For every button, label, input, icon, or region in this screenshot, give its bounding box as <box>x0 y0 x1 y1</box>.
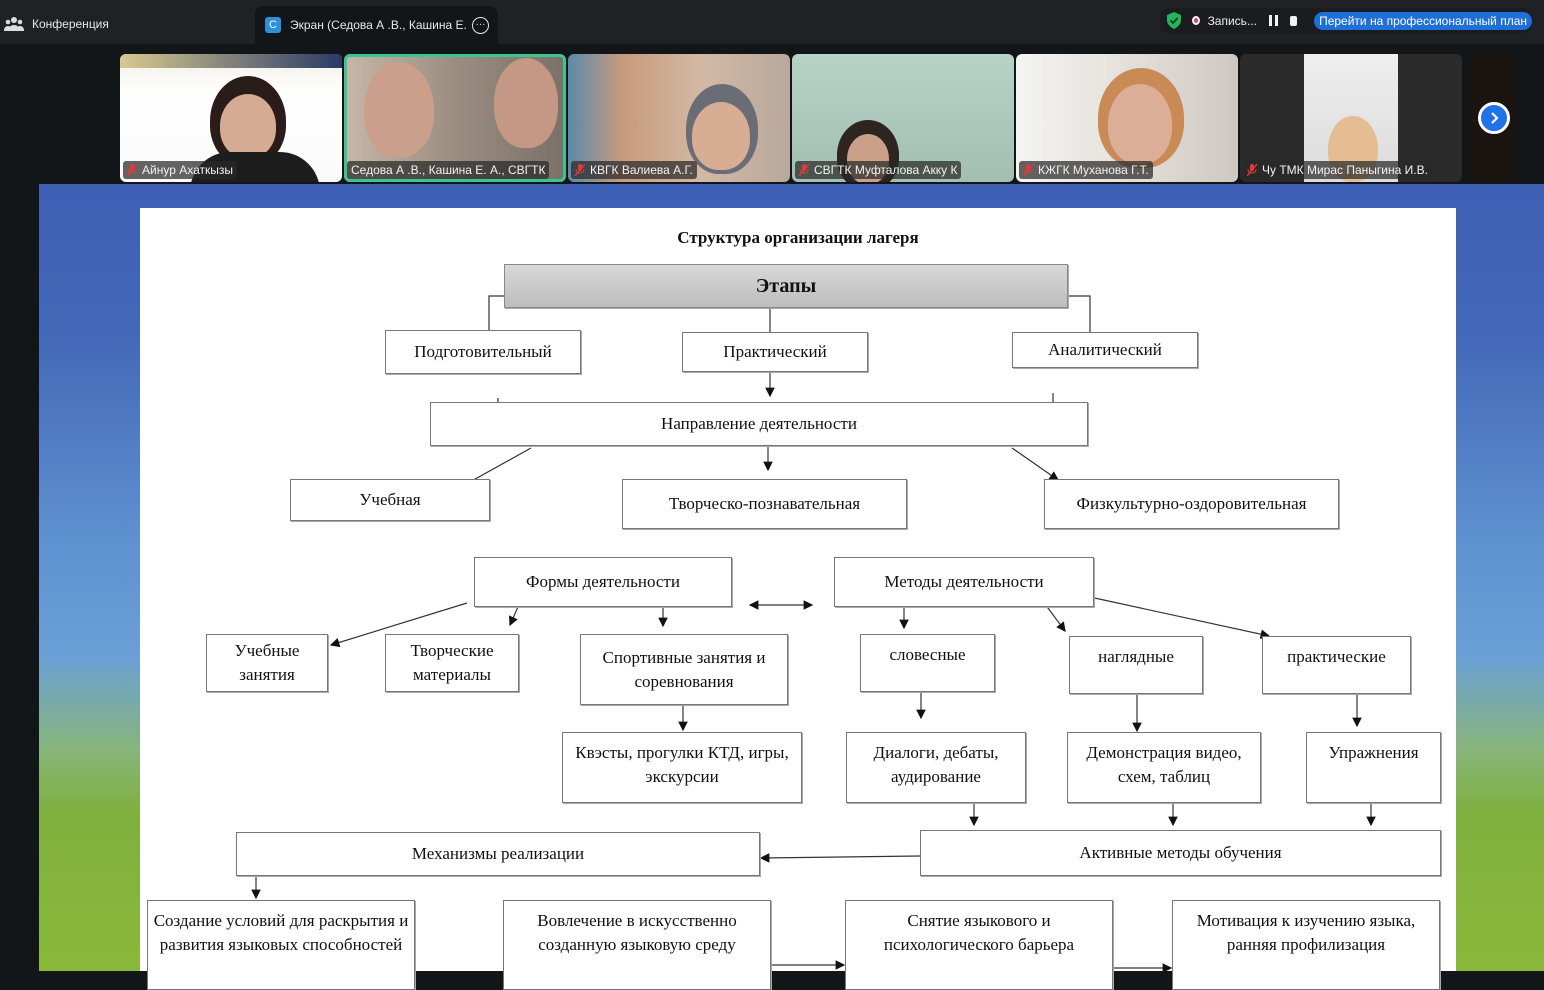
chevron-right-icon <box>1491 112 1499 124</box>
stage-box: Аналитический <box>1012 332 1198 368</box>
stop-icon[interactable] <box>1289 15 1298 26</box>
tab-shared-screen[interactable]: С Экран (Седова А .В., Кашина Е. А., СВГ… <box>255 6 498 44</box>
upgrade-plan-button[interactable]: Перейти на профессиональный план <box>1314 11 1532 30</box>
stage-box: Подготовительный <box>385 330 581 374</box>
shared-document: Структура организации лагеря <box>140 208 1456 990</box>
method-item: практические <box>1262 636 1411 694</box>
active-methods-box: Активные методы обучения <box>920 830 1441 876</box>
mic-muted-icon <box>798 163 810 177</box>
participants-icon <box>4 16 24 32</box>
arrow <box>1044 603 1066 632</box>
participant-tile[interactable]: Айнур Ахаткызы <box>120 54 342 182</box>
diagram-root: Этапы <box>504 264 1068 308</box>
diagram-title: Структура организации лагеря <box>677 228 919 247</box>
participant-tile[interactable]: Чу ТМК Мирас Паныгина И.В. <box>1240 54 1462 182</box>
tab-conference[interactable]: Конференция <box>0 6 109 42</box>
tab-conference-label: Конференция <box>32 17 109 31</box>
direction-box: Направление деятельности <box>430 402 1088 446</box>
mic-muted-icon <box>574 163 586 177</box>
participant-video <box>692 102 750 170</box>
participant-tile[interactable]: КЖГК Муханова Г.Т. <box>1016 54 1238 182</box>
recording-status: Запись... <box>1207 13 1257 28</box>
mic-muted-icon <box>126 163 138 177</box>
participant-name: Айнур Ахаткызы <box>123 161 237 179</box>
arrow <box>1011 447 1059 481</box>
form-item: Учебные занятия <box>206 634 328 692</box>
participant-tile[interactable]: КВГК Валиева А.Г. <box>568 54 790 182</box>
form-item: Творческие материалы <box>385 634 519 692</box>
direction-item: Физкультурно-оздоровительная <box>1044 479 1339 529</box>
connector <box>1069 295 1091 332</box>
recording-dot-icon <box>1192 16 1200 25</box>
stage-box: Практический <box>682 332 868 372</box>
method-item: словесные <box>860 634 995 692</box>
video-background <box>120 54 342 68</box>
security-shield-icon[interactable] <box>1166 12 1182 29</box>
outcome-box: Снятие языкового и психологического барь… <box>845 900 1113 990</box>
participant-name: КЖГК Муханова Г.Т. <box>1019 161 1153 179</box>
outcome-box: Мотивация к изучению языка, ранняя профи… <box>1172 900 1440 990</box>
participant-video <box>494 58 558 148</box>
outcome-box: Вовлечение в искусственно созданную язык… <box>503 900 771 990</box>
recording-bar: Запись... Перейти на профессиональный пл… <box>1160 8 1532 33</box>
participant-tile[interactable]: Седова А .В., Кашина Е. А., СВГТК <box>344 54 566 182</box>
next-page-button[interactable] <box>1478 102 1510 134</box>
form-sub-item: Квэсты, прогулки КТД, игры, экскурсии <box>562 732 802 803</box>
form-item: Спортивные занятия и соревнования <box>580 634 788 705</box>
method-sub-item: Диалоги, дебаты, аудирование <box>846 732 1026 803</box>
direction-item: Творческо-познавательная <box>622 479 907 529</box>
methods-box: Методы деятельности <box>834 557 1094 607</box>
participant-name: Чу ТМК Мирас Паныгина И.В. <box>1243 161 1432 179</box>
top-bar: Конференция С Экран (Седова А .В., Кашин… <box>0 0 1544 44</box>
participant-name: КВГК Валиева А.Г. <box>571 161 697 179</box>
mic-muted-icon <box>1246 163 1258 177</box>
tab-shared-screen-label: Экран (Седова А .В., Кашина Е. А., СВГТК… <box>290 18 468 32</box>
participant-video <box>1108 84 1172 164</box>
connector <box>488 295 504 330</box>
participant-video <box>220 94 276 158</box>
participant-name: СВГТК Муфталова Акку К <box>795 161 962 179</box>
sharer-avatar: С <box>265 17 281 33</box>
arrow <box>329 602 468 648</box>
direction-item: Учебная <box>290 479 490 521</box>
method-sub-item: Упражнения <box>1306 732 1441 803</box>
pause-icon[interactable] <box>1268 15 1278 26</box>
participant-strip: Айнур Ахаткызы Седова А .В., Кашина Е. А… <box>118 54 1464 182</box>
participant-tile[interactable]: СВГТК Муфталова Акку К <box>792 54 1014 182</box>
mic-muted-icon <box>1022 163 1034 177</box>
participant-name: Седова А .В., Кашина Е. А., СВГТК <box>347 161 550 179</box>
mechanisms-box: Механизмы реализации <box>236 832 760 876</box>
forms-box: Формы деятельности <box>474 557 732 607</box>
method-item: наглядные <box>1069 636 1203 694</box>
ellipsis-icon[interactable]: ··· <box>472 16 489 34</box>
participant-video <box>364 62 434 157</box>
method-sub-item: Демонстрация видео, схем, таблиц <box>1067 732 1261 803</box>
arrow <box>759 853 921 863</box>
arrow <box>1066 591 1271 639</box>
outcome-box: Создание условий для раскрытия и развити… <box>147 900 415 990</box>
